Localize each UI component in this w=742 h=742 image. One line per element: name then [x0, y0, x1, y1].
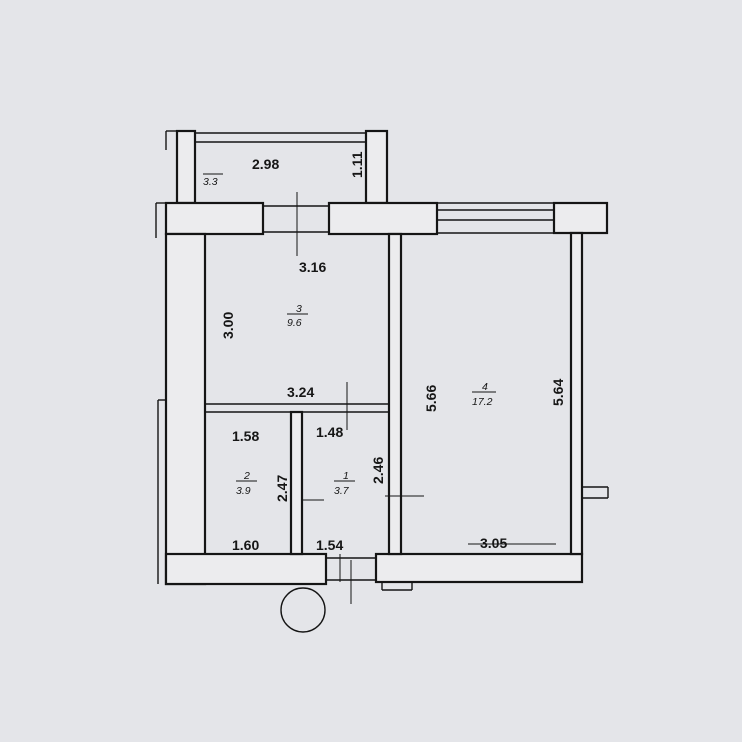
bath-side-dimension: 2.47 — [274, 475, 290, 502]
wc-side-dimension: 2.46 — [370, 457, 386, 484]
room3-area: 9.6 — [287, 317, 302, 329]
exterior-walls — [155, 201, 609, 591]
balcony-walls — [165, 129, 389, 205]
room2-number: 2 — [243, 470, 250, 482]
pipe-circle-icon — [280, 587, 326, 633]
room4-bottom-dimension: 3.05 — [480, 535, 507, 551]
room3-bottom-dimension: 3.24 — [287, 384, 314, 400]
room1-number: 1 — [343, 470, 349, 482]
room4-area: 17.2 — [472, 396, 493, 408]
wc-top-dimension: 1.48 — [316, 424, 343, 440]
window-top — [437, 202, 554, 234]
bath-bottom-dimension: 1.60 — [232, 537, 259, 553]
room1-area: 3.7 — [334, 485, 350, 497]
door-balcony — [263, 205, 329, 233]
balcony-depth-label: 1.11 — [349, 151, 365, 178]
room3-top-dimension: 3.16 — [299, 259, 326, 275]
room4-number: 4 — [482, 381, 488, 393]
room2-area: 3.9 — [236, 485, 251, 497]
room3-side-dimension: 3.00 — [220, 312, 236, 339]
room4-right-dimension: 5.64 — [550, 379, 566, 406]
bath-top-dimension: 1.58 — [232, 428, 259, 444]
balcony-width-label: 2.98 — [252, 156, 279, 172]
dimension-lines — [296, 192, 556, 545]
interior-partitions — [205, 232, 424, 556]
room4-left-dimension: 5.66 — [423, 385, 439, 412]
balcony-area-label: 3.3 — [203, 176, 218, 188]
room3-number: 3 — [296, 303, 302, 315]
entrance-door — [326, 554, 376, 604]
wc-bottom-dimension: 1.54 — [316, 537, 343, 553]
